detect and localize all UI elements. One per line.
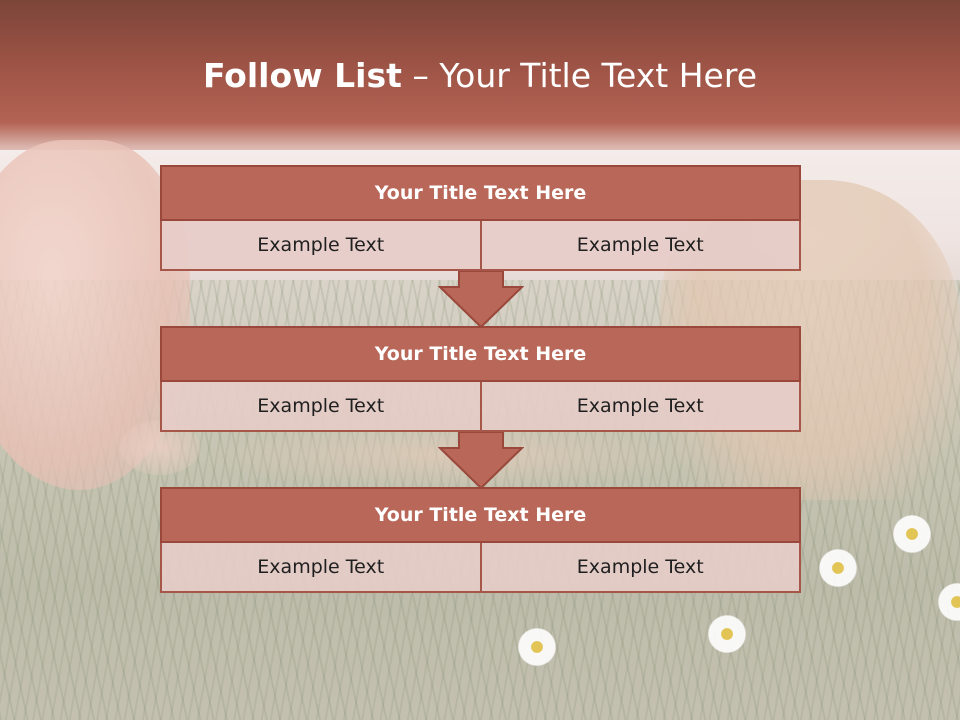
- block-row: Example Text Example Text: [160, 221, 801, 271]
- slide-title-rest: Your Title Text Here: [439, 56, 758, 95]
- list-block-2[interactable]: Your Title Text Here Example Text Exampl…: [160, 326, 801, 432]
- down-arrow-icon: [438, 271, 524, 329]
- block-row: Example Text Example Text: [160, 382, 801, 432]
- daisy-flower-icon: [890, 512, 934, 556]
- block-title[interactable]: Your Title Text Here: [160, 165, 801, 221]
- daisy-flower-icon: [816, 546, 860, 590]
- header-band: [0, 0, 960, 170]
- list-block-1[interactable]: Your Title Text Here Example Text Exampl…: [160, 165, 801, 271]
- block-title[interactable]: Your Title Text Here: [160, 326, 801, 382]
- list-block-3[interactable]: Your Title Text Here Example Text Exampl…: [160, 487, 801, 593]
- block-cell-left[interactable]: Example Text: [160, 543, 482, 593]
- block-cell-left[interactable]: Example Text: [160, 382, 482, 432]
- slide-title: Follow List – Your Title Text Here: [0, 52, 960, 100]
- slide-title-bold: Follow List: [202, 56, 402, 95]
- block-row: Example Text Example Text: [160, 543, 801, 593]
- block-cell-left[interactable]: Example Text: [160, 221, 482, 271]
- slide-title-separator: –: [401, 56, 440, 95]
- block-cell-right[interactable]: Example Text: [479, 543, 801, 593]
- daisy-flower-icon: [705, 612, 749, 656]
- block-cell-right[interactable]: Example Text: [479, 382, 801, 432]
- block-title[interactable]: Your Title Text Here: [160, 487, 801, 543]
- block-cell-right[interactable]: Example Text: [479, 221, 801, 271]
- down-arrow-icon: [438, 432, 524, 490]
- daisy-flower-icon: [515, 625, 559, 669]
